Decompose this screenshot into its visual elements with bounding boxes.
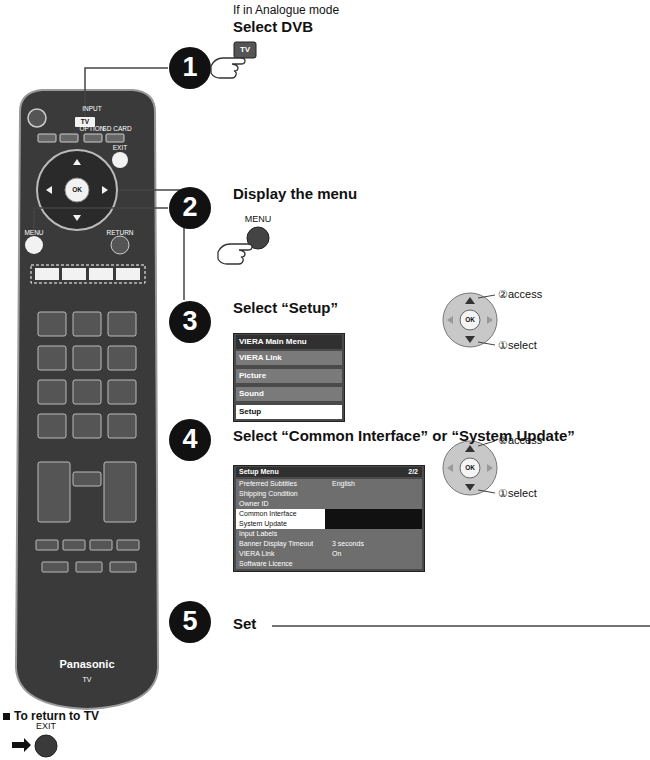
title-bar: VIERA Main Menu — [236, 335, 342, 349]
step-heading: Set — [233, 616, 256, 633]
menu-item: Shipping Condition — [236, 489, 422, 499]
note-heading: To return to TV — [14, 710, 99, 723]
menu-item: VIERA Link On — [236, 549, 422, 559]
ok-button — [65, 178, 89, 202]
button-label: EXIT — [113, 144, 127, 151]
leader-lines — [34, 68, 650, 626]
tv-button-icon — [234, 42, 256, 58]
arrow-icon — [12, 738, 31, 752]
item-text: Common Interface — [239, 510, 297, 517]
volume-rocker — [38, 462, 70, 522]
dpad-ring — [37, 150, 117, 230]
condition-note: If in Analogue mode — [233, 4, 339, 17]
step-heading: Select DVB — [233, 19, 313, 36]
title-bar: Setup Menu 2/2 — [236, 467, 422, 477]
dpad-arrows — [46, 159, 108, 221]
button-label: TV — [240, 46, 250, 55]
dpad-icon — [443, 293, 497, 347]
item-text: Shipping Condition — [239, 490, 298, 497]
remote-body — [16, 90, 158, 709]
button-label: SD CARD — [102, 125, 131, 132]
dpad-icon — [443, 441, 497, 495]
item-text: Input Labels — [239, 530, 277, 537]
callout-number: 5 — [182, 607, 197, 637]
menu-item: Setup — [236, 405, 342, 419]
bullet-square — [3, 713, 10, 720]
action-label: ②access — [498, 434, 542, 446]
menu-screen: Setup Menu2/2Preferred SubtitlesEnglishS… — [233, 465, 425, 572]
item-value: English — [332, 480, 355, 488]
item-text: Sound — [239, 389, 264, 398]
item-text: Banner Display Timeout — [239, 540, 313, 547]
screen-title: Setup Menu — [239, 468, 279, 475]
button-label: TV — [81, 118, 89, 125]
step-circles — [169, 47, 211, 643]
menu-item: Picture — [236, 369, 342, 383]
item-text: Setup — [239, 407, 261, 416]
button-label: MENU — [245, 215, 272, 225]
item-text: Preferred Subtitles — [239, 480, 297, 487]
item-text: Owner ID — [239, 500, 269, 507]
return-button — [111, 236, 129, 254]
button-label: OK — [465, 316, 475, 323]
action-label: ②access — [498, 288, 542, 300]
step-heading: Display the menu — [233, 186, 357, 203]
menu-item: Input Labels — [236, 529, 422, 539]
item-text: VIERA Link — [239, 353, 282, 362]
button-label: OK — [72, 186, 82, 193]
channel-rocker — [104, 462, 136, 522]
exit-button — [112, 152, 128, 168]
step-heading: Select “Setup” — [233, 300, 338, 317]
exit-button-icon — [35, 735, 57, 757]
button-label: OK — [465, 464, 475, 471]
menu-item: System Update — [236, 519, 422, 529]
item-text: VIERA Link — [239, 550, 274, 557]
menu-item: Common Interface — [236, 509, 422, 519]
action-label: ①select — [498, 339, 537, 351]
item-text: System Update — [239, 520, 287, 527]
menu-button — [25, 236, 43, 254]
button-label: MENU — [24, 229, 43, 236]
menu-item: Preferred Subtitles English — [236, 479, 422, 489]
callout-number: 2 — [182, 193, 197, 223]
screen-title: 2/2 — [408, 468, 418, 476]
brand-name: Panasonic — [59, 658, 114, 670]
small-buttons — [38, 134, 124, 142]
menu-item: VIERA Link — [236, 351, 342, 365]
button-label: RETURN — [106, 229, 133, 236]
menu-item: Software Licence — [236, 559, 422, 569]
item-text: Software Licence — [239, 560, 293, 567]
button-label: EXIT — [36, 722, 56, 732]
action-label: ①select — [498, 487, 537, 499]
menu-item: Owner ID — [236, 499, 422, 509]
menu-screen: VIERA Main MenuVIERA LinkPictureSoundSet… — [233, 333, 345, 422]
menu-item: Banner Display Timeout 3 seconds — [236, 539, 422, 549]
number-buttons — [36, 312, 139, 572]
menu-item: Sound — [236, 387, 342, 401]
item-value: 3 seconds — [332, 540, 364, 548]
pointing-hand — [218, 244, 252, 264]
power-button — [28, 109, 46, 127]
screen-title: VIERA Main Menu — [239, 337, 307, 346]
callout-number: 4 — [182, 425, 197, 455]
item-value: On — [332, 550, 341, 558]
colour-buttons — [35, 268, 140, 280]
callout-number: 1 — [182, 53, 197, 83]
pointing-hand — [211, 58, 245, 78]
colour-button-bracket — [31, 265, 145, 283]
callout-number: 3 — [182, 307, 197, 337]
button-label: INPUT — [82, 105, 102, 112]
button-label: OPTION — [80, 125, 105, 132]
item-text: Picture — [239, 371, 266, 380]
brand-sub: TV — [83, 676, 92, 684]
